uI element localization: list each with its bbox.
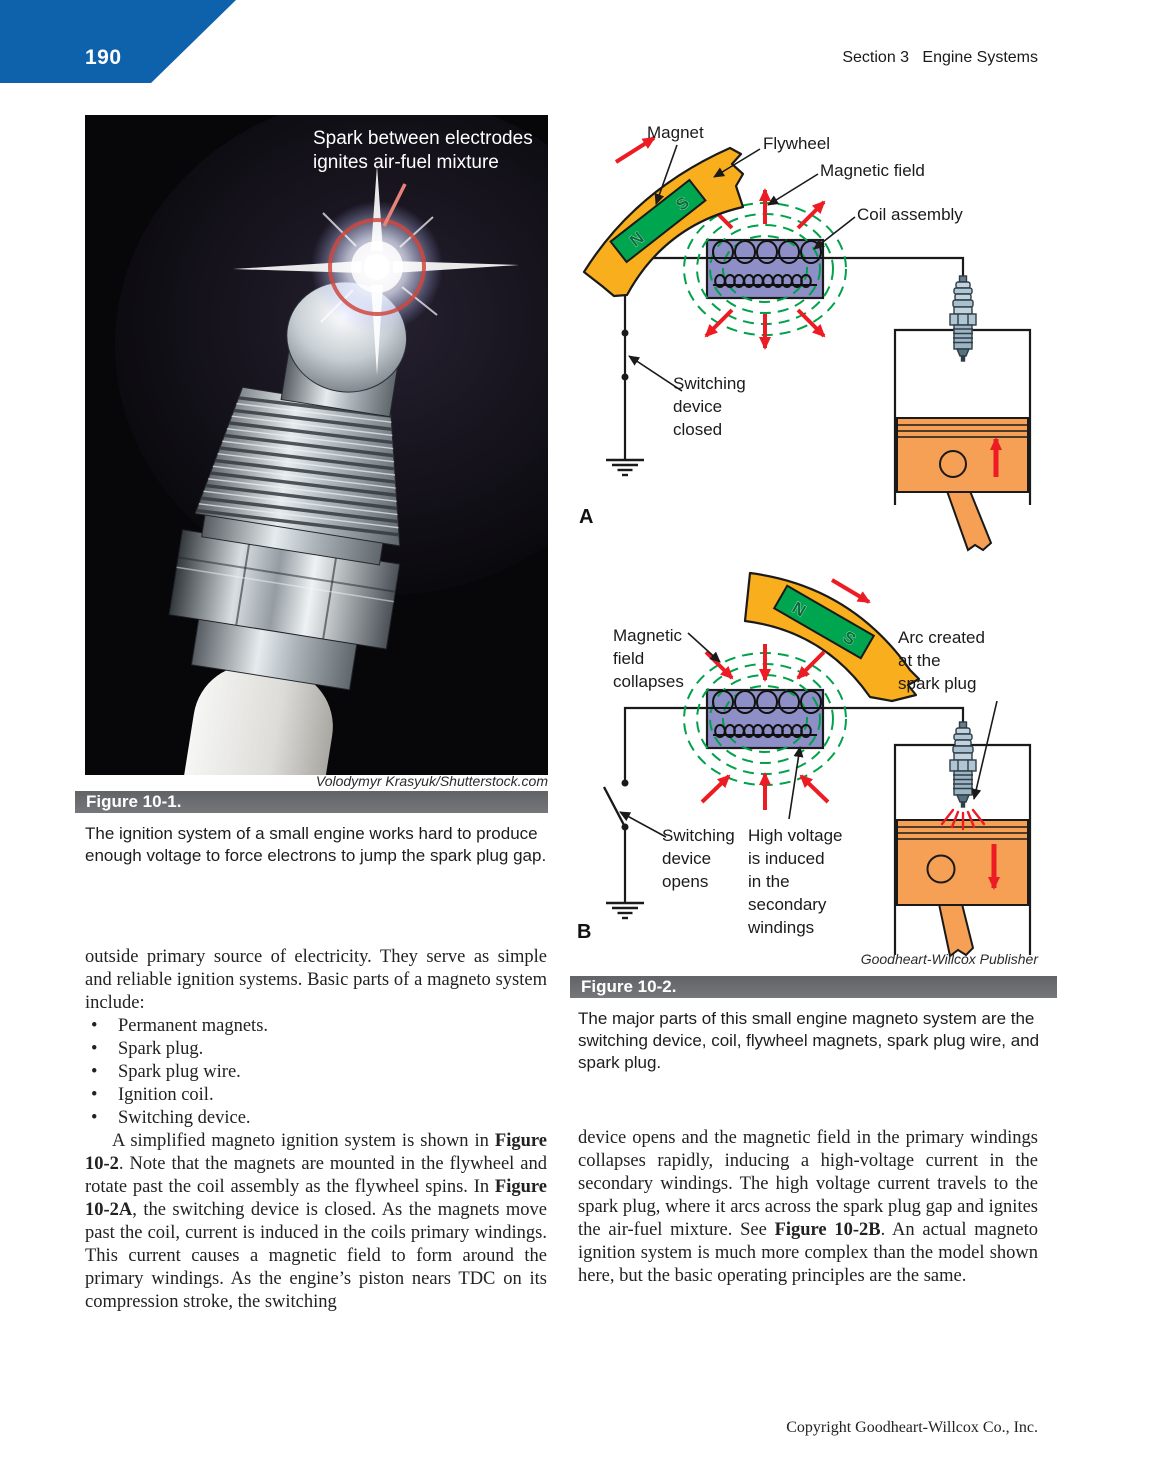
label-field-collapses: Magnetic field collapses	[613, 626, 684, 691]
body-column-right: device opens and the magnetic field in t…	[578, 1127, 1038, 1288]
figure-1-caption: The ignition system of a small engine wo…	[85, 824, 547, 865]
label-arc-created: Arc created at the spark plug	[898, 628, 985, 693]
switch-open-b	[602, 779, 629, 831]
leader-lines-a	[628, 144, 856, 392]
magnet-b: N S	[772, 584, 876, 660]
label-magnetic-field: Magnetic field	[820, 161, 925, 180]
spark-plug-wire-a	[823, 256, 965, 276]
paragraph: device opens and the magnetic field in t…	[578, 1128, 1038, 1286]
primary-wire-b-upper	[623, 706, 707, 783]
rotation-arrow-a	[614, 136, 656, 164]
piston-a	[896, 417, 1029, 552]
ground-symbol-b	[604, 901, 646, 920]
diagram-a: N S	[582, 136, 1032, 552]
spark-plug-icon-b	[949, 721, 977, 808]
list-item: Permanent magnets.	[85, 1015, 547, 1038]
spark-plug-threads	[194, 386, 421, 547]
coil-assembly-b	[705, 688, 825, 750]
paragraph: A simplified magneto ignition system is …	[85, 1131, 547, 1312]
photo-annotation: Spark between electrodes ignites air-fue…	[313, 128, 533, 173]
magneto-diagram: N S	[582, 136, 1032, 958]
page-number-banner	[0, 0, 236, 83]
list-item: Switching device.	[85, 1107, 547, 1130]
spark-arc	[940, 808, 986, 831]
magnet-a: N S	[609, 178, 707, 264]
section-header: Section 3 Engine Systems	[842, 49, 1038, 66]
figure-2-bar: Figure 10-2.	[570, 976, 1057, 998]
spark-plug-wire-b	[823, 706, 965, 722]
list-item: Spark plug.	[85, 1038, 547, 1061]
spark-plug-icon-a	[949, 275, 977, 362]
rotation-arrow-b	[830, 578, 871, 604]
wrist-pin-a	[939, 450, 967, 478]
flywheel-b: N S	[743, 571, 921, 703]
panel-label-a: A	[579, 506, 594, 528]
leader-lines-b	[619, 632, 998, 838]
diagram-b: N S	[602, 571, 1032, 958]
label-switching-closed: Switching device closed	[673, 374, 746, 439]
list-item: Ignition coil.	[85, 1084, 547, 1107]
switch-closed-a	[621, 329, 629, 381]
copyright-line: Copyright Goodheart-Willcox Co., Inc.	[786, 1419, 1038, 1436]
label-magnet: Magnet	[647, 123, 704, 142]
photo-credit: Volodymyr Krasyuk/Shutterstock.com	[315, 773, 548, 789]
spark-highlight-ring	[328, 218, 426, 316]
paragraph: outside primary source of electricity. T…	[85, 947, 547, 1013]
label-flywheel: Flywheel	[763, 134, 831, 153]
label-coil-assembly: Coil assembly	[857, 205, 963, 224]
figure-1-bar: Figure 10-1.	[75, 791, 548, 813]
ground-symbol-a	[604, 458, 646, 477]
spark-plug-photo-art	[85, 95, 655, 898]
label-switching-opens: Switching device opens	[662, 826, 735, 891]
list-item: Spark plug wire.	[85, 1061, 547, 1084]
label-high-voltage: High voltage is induced in the secondary…	[748, 826, 843, 937]
page-number: 190	[85, 46, 122, 69]
figure-2-caption: The major parts of this small engine mag…	[578, 1009, 1040, 1072]
body-column-left: outside primary source of electricity. T…	[85, 946, 547, 1314]
coil-assembly-a	[705, 238, 825, 300]
spark-flash	[233, 165, 519, 375]
piston-b	[896, 819, 1029, 958]
spark-plug-photo	[85, 95, 655, 898]
diagram-credit: Goodheart-Willcox Publisher	[860, 951, 1038, 967]
magneto-parts-list: Permanent magnets. Spark plug. Spark plu…	[85, 1015, 547, 1130]
panel-label-b: B	[577, 921, 592, 943]
photo-label-leader-line	[382, 183, 407, 227]
wrist-pin-b	[926, 854, 956, 884]
flywheel-a: N S	[582, 136, 745, 298]
